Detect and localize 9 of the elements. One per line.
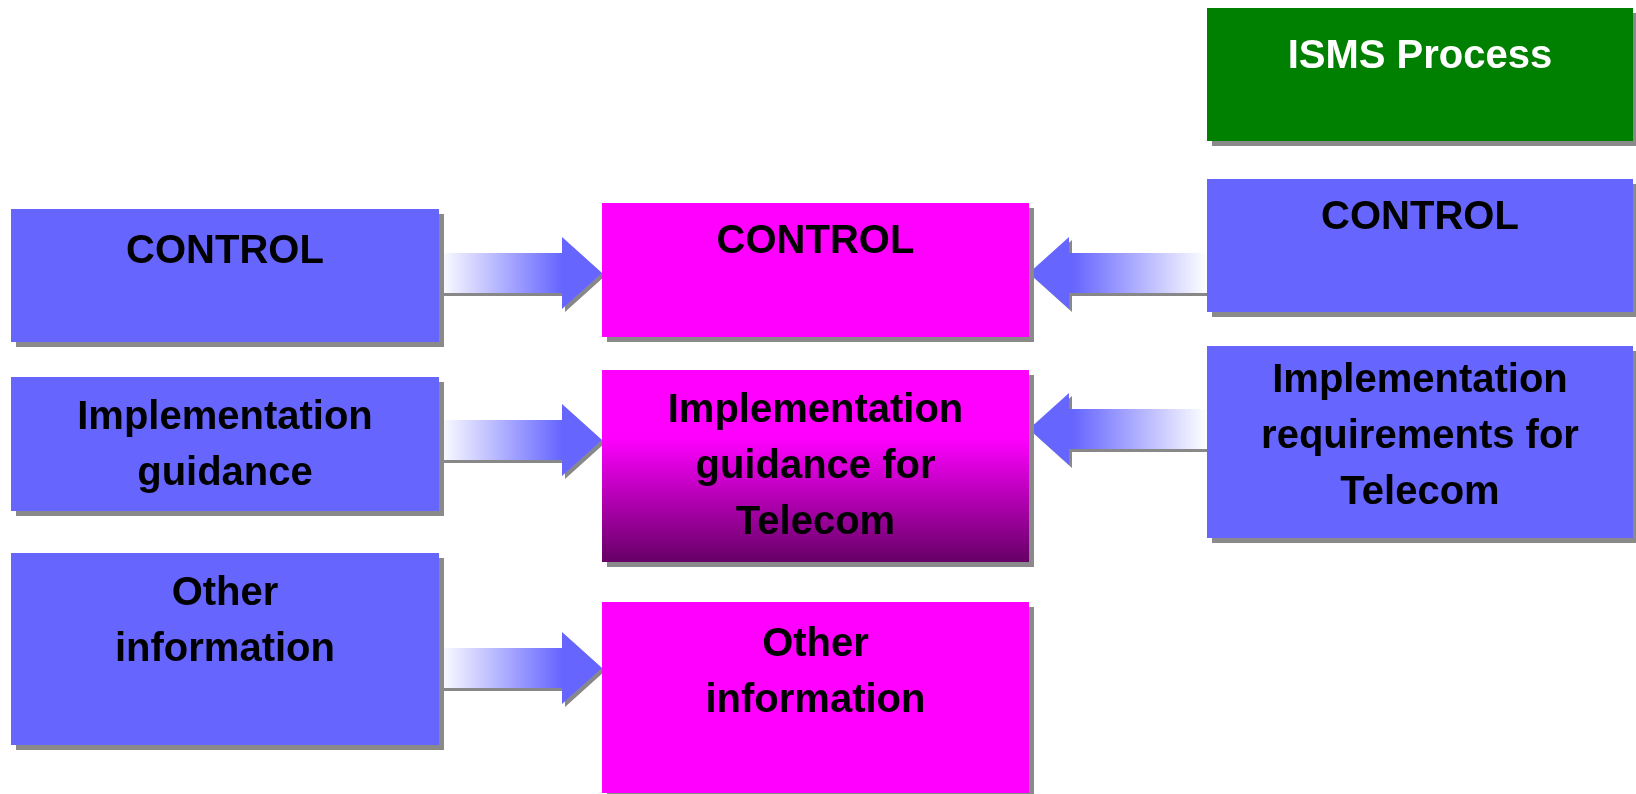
box-label: CONTROL bbox=[1321, 192, 1519, 239]
box-label: Implementation guidance for Telecom bbox=[666, 385, 965, 544]
box-label: Other information bbox=[704, 619, 927, 722]
box-label: CONTROL bbox=[126, 226, 324, 273]
box-label: Implementation requirements for Telecom bbox=[1260, 355, 1580, 514]
box-label: Implementation guidance bbox=[76, 392, 374, 495]
box-label: ISMS Process bbox=[1287, 31, 1553, 78]
box-label: CONTROL bbox=[716, 216, 915, 263]
box-label: Other information bbox=[114, 568, 336, 671]
